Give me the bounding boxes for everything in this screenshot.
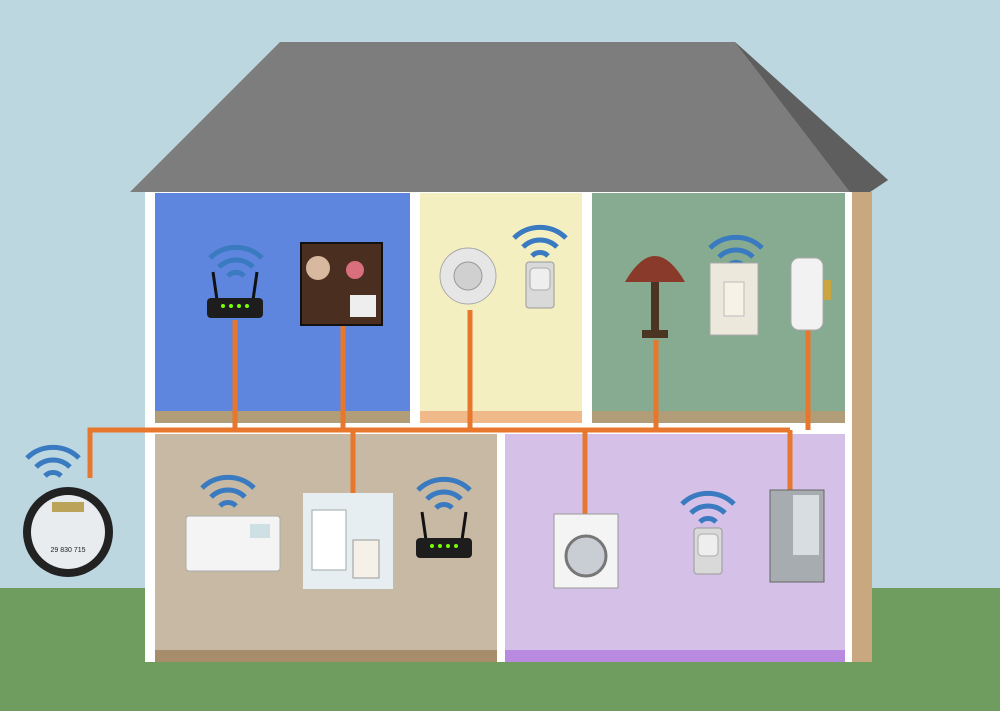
person-with-tablet-photo (300, 242, 383, 326)
floor (505, 650, 845, 662)
smart-meter: 29 830 715 (23, 487, 113, 577)
motion-sensor (693, 527, 723, 575)
floor (420, 411, 582, 423)
smart-outlet (709, 262, 759, 336)
window-remote-photo (303, 493, 393, 589)
side-wall (852, 192, 872, 662)
roof-shadow (735, 42, 888, 192)
network-wiring (87, 310, 811, 515)
floor (155, 411, 410, 423)
refrigerator (769, 489, 825, 583)
room-hall (420, 193, 582, 411)
floor (155, 650, 497, 662)
smoke-detector (439, 247, 497, 305)
roof (130, 42, 888, 192)
thermostat (185, 515, 281, 572)
motion-sensor (525, 261, 555, 309)
plug-adapter (790, 257, 831, 331)
washing-machine (553, 513, 619, 589)
meter-reading: 29 830 715 (50, 547, 85, 554)
lamp (625, 256, 685, 338)
